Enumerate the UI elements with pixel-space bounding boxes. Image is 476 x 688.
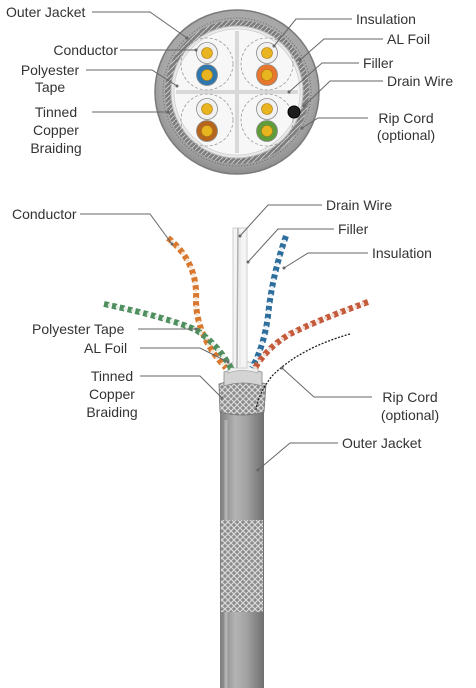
- rip-cord-strand: [255, 333, 351, 411]
- orange-pair: [166, 235, 229, 371]
- blue-pair: [249, 235, 289, 370]
- label-outer-jacket-top: Outer Jacket: [6, 4, 86, 20]
- label-polyester-side: Polyester Tape: [32, 321, 125, 337]
- label-drain-wire-side: Drain Wire: [326, 197, 393, 213]
- label-tinned-top-1: Tinned: [34, 104, 78, 120]
- label-drain-wire-top: Drain Wire: [387, 73, 454, 89]
- conductor-core-1-2: [201, 69, 213, 81]
- label-rip-cord-top-2: (optional): [376, 127, 436, 143]
- label-tinned-side-1: Tinned: [90, 368, 134, 384]
- label-rip-cord-side-1: Rip Cord: [382, 389, 438, 405]
- label-filler-top: Filler: [363, 55, 394, 71]
- label-insulation-side: Insulation: [372, 245, 432, 261]
- drain-wire-dot: [287, 105, 301, 119]
- label-tinned-side-2: Copper: [89, 386, 135, 402]
- filler-horizontal: [176, 90, 298, 94]
- cross-section: [154, 9, 320, 175]
- label-tinned-top-3: Braiding: [30, 140, 82, 156]
- label-rip-cord-side-2: (optional): [380, 407, 440, 423]
- label-conductor-side: Conductor: [12, 206, 77, 222]
- conductor-core-3-2: [201, 125, 213, 137]
- conductor-core-4-1: [261, 103, 273, 115]
- cross-section-leaders: [86, 11, 383, 130]
- label-polyester-top-1: Polyester: [20, 62, 80, 78]
- label-polyester-top-2: Tape: [34, 79, 66, 95]
- conductor-core-2-2: [261, 69, 273, 81]
- label-al-foil-side: AL Foil: [84, 340, 128, 356]
- conductor-core-4-2: [261, 125, 273, 137]
- label-tinned-top-2: Copper: [33, 122, 79, 138]
- conductor-core-1-1: [201, 47, 213, 59]
- braid-ring-outline: [162, 17, 312, 167]
- label-rip-cord-top-1: Rip Cord: [378, 110, 434, 126]
- label-outer-jacket-side: Outer Jacket: [342, 435, 422, 451]
- brown-pair: [251, 299, 370, 372]
- label-conductor-top: Conductor: [53, 42, 118, 58]
- label-insulation-top: Insulation: [356, 11, 416, 27]
- label-tinned-side-3: Braiding: [86, 404, 138, 420]
- label-filler-side: Filler: [338, 221, 369, 237]
- conductor-core-3-1: [201, 103, 213, 115]
- braid-window: [221, 520, 263, 612]
- drain-wire-strand: [236, 227, 239, 369]
- conductor-core-2-1: [261, 47, 273, 59]
- side-view: [103, 227, 370, 688]
- twisted-pairs: [196, 42, 278, 142]
- green-pair: [103, 301, 235, 372]
- side-view-leaders: [80, 204, 372, 472]
- label-al-foil-top: AL Foil: [387, 31, 431, 47]
